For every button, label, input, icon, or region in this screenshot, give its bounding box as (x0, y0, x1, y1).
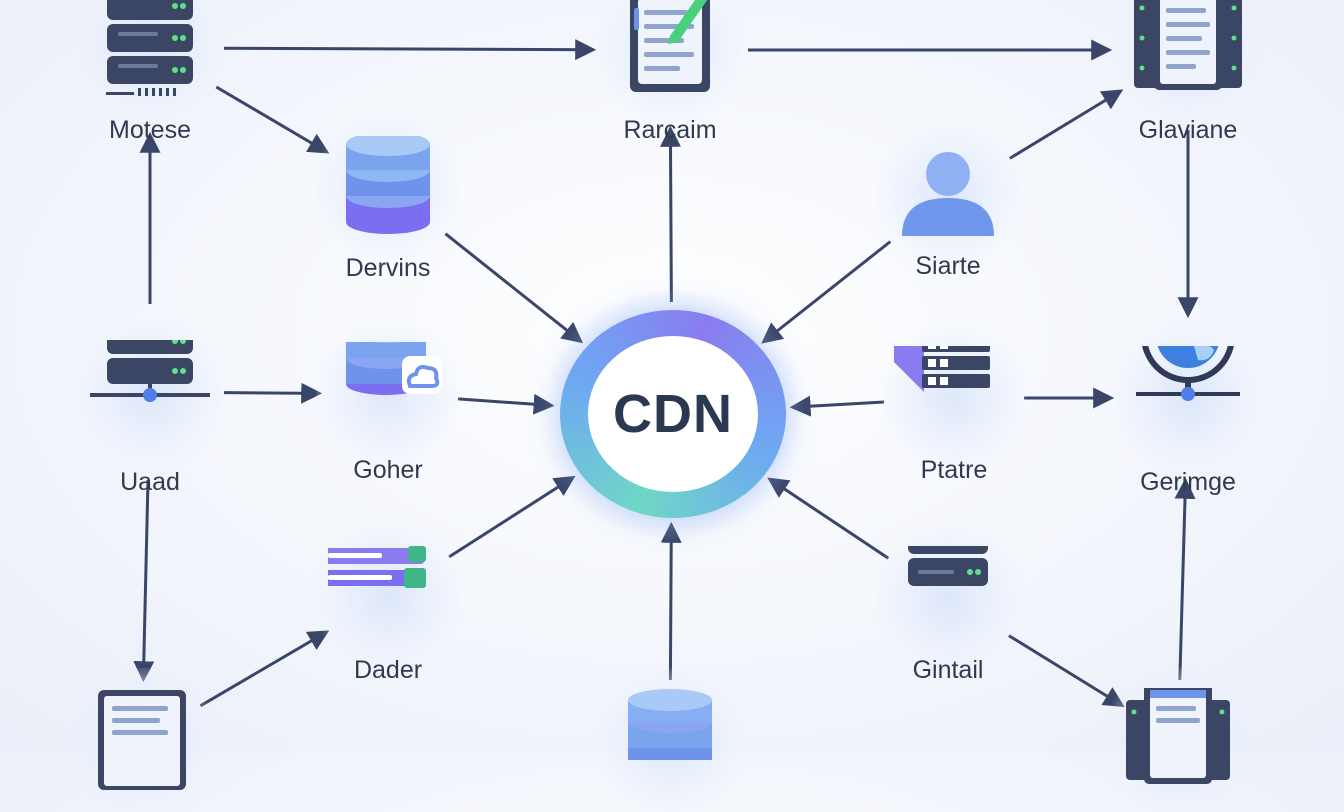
database-icon (328, 132, 448, 240)
node-siarte-label: Siarte (915, 252, 981, 280)
diagram-edges (133, 39, 1199, 708)
edge-siarte-to-hub (761, 240, 892, 344)
layered-list-icon (886, 294, 1014, 450)
edge-goher-to-hub (457, 393, 555, 415)
database-icon (610, 688, 730, 792)
edge-gintail-to-hub (767, 477, 890, 560)
node-glaviane-label: Glaviane (1138, 116, 1238, 144)
node-ptatre-label: Ptatre (920, 456, 988, 484)
edge-bottom-database-to-hub (660, 521, 682, 681)
node-dader-label: Dader (353, 656, 423, 684)
edge-ptatre-to-hub (789, 395, 885, 417)
edge-motese-to-dervins (215, 85, 330, 154)
node-gerimge-label: Gerimge (1140, 468, 1236, 496)
cloud-database-icon (328, 293, 448, 446)
server-rack-icon (90, 0, 210, 100)
cdn-hub-label: CDN (613, 384, 733, 444)
node-rarcaim-label: Rarcaim (623, 116, 717, 144)
cdn-hub-center (588, 336, 758, 492)
cdn-hub: CDN (540, 290, 806, 538)
node-motese-label: Motese (109, 116, 191, 144)
edge-gintail-to-bottom-right-server (1008, 634, 1125, 708)
edge-motese-to-rarcaim (223, 39, 597, 61)
node-gintail-label: Gintail (912, 656, 984, 684)
node-goher-label: Goher (353, 456, 423, 484)
document-icon (82, 688, 202, 792)
edge-bottom-right-server-to-gerimge (1174, 477, 1196, 681)
edge-dader-to-hub (448, 475, 576, 559)
node-uaad-label: Uaad (120, 468, 180, 496)
server-document-icon (1118, 684, 1238, 792)
server-document-icon (1128, 0, 1248, 102)
edge-siarte-to-glaviane (1009, 89, 1124, 160)
network-server-icon (90, 298, 210, 444)
document-edit-icon (610, 0, 730, 102)
server-rack-icon (888, 494, 1008, 650)
globe-icon (1128, 289, 1248, 450)
edge-hub-to-rarcaim (659, 125, 681, 303)
edge-dervins-to-hub (444, 232, 584, 344)
node-dervins-label: Dervins (345, 254, 431, 282)
edge-uaad-to-bottom-left-document (133, 479, 155, 683)
edge-bottom-left-document-to-dader (199, 630, 330, 708)
user-icon (888, 144, 1008, 248)
stacked-list-icon (320, 504, 448, 648)
edge-uaad-to-goher (223, 382, 323, 404)
